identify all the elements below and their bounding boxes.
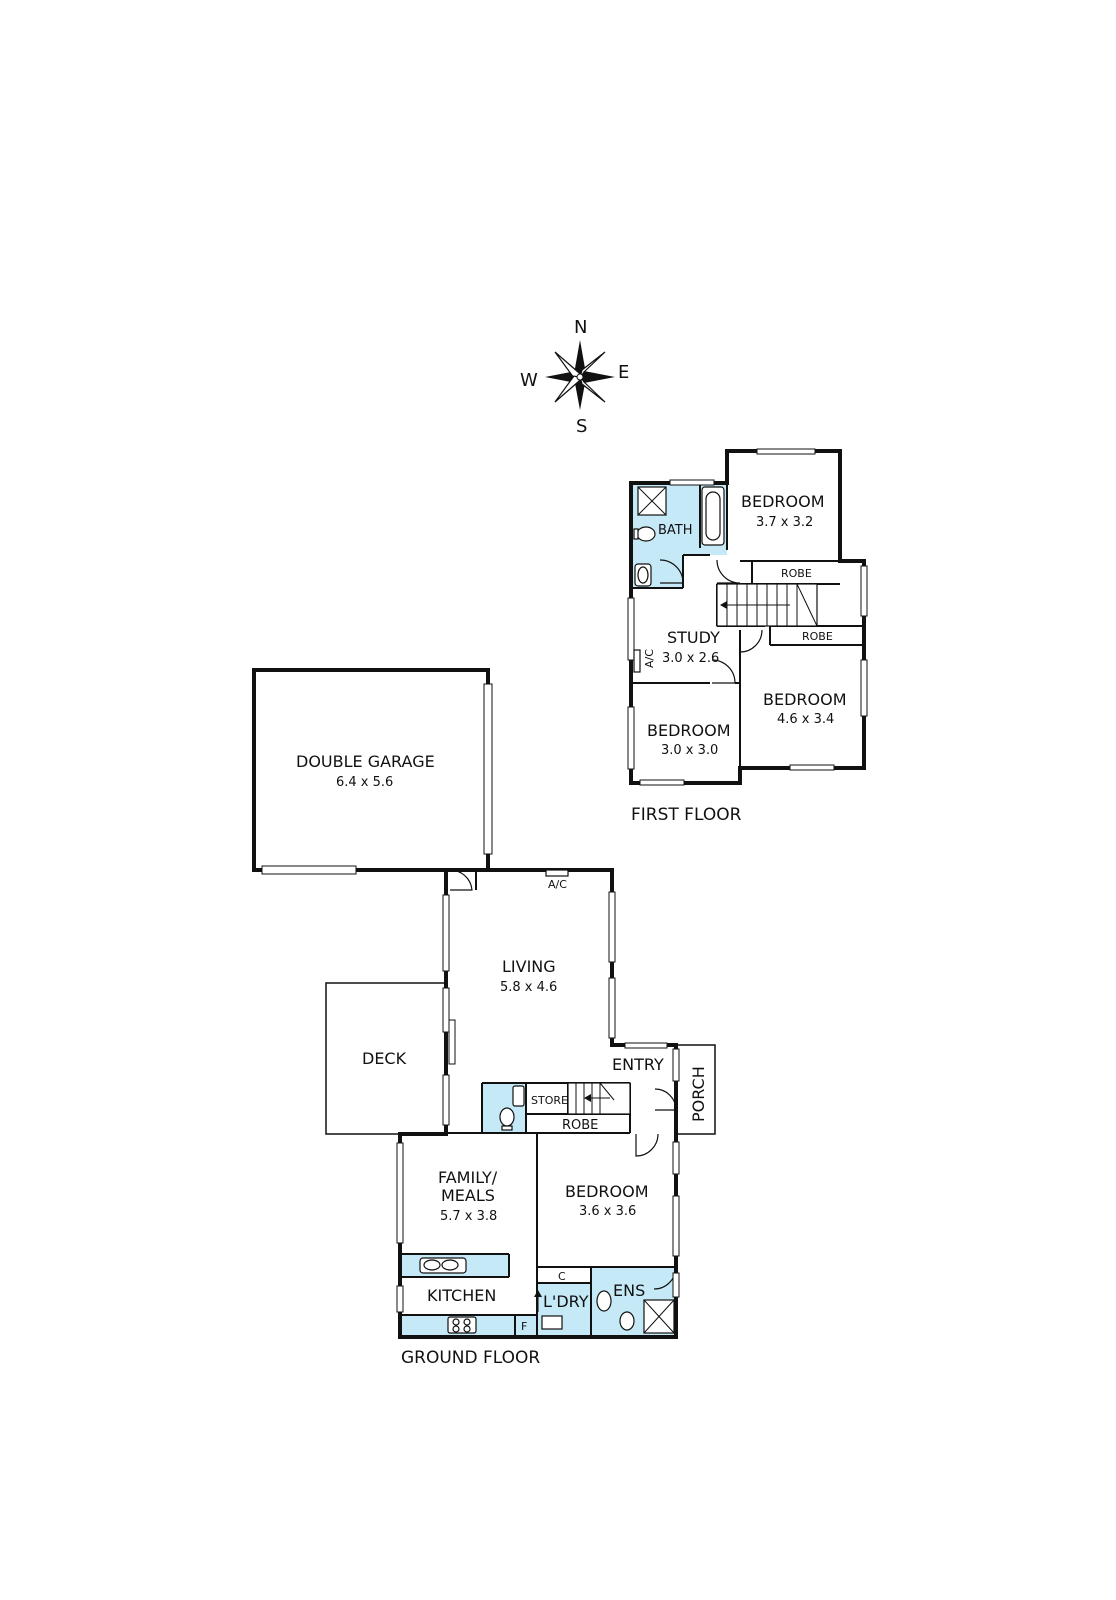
- family-name-line1: FAMILY/: [438, 1168, 498, 1187]
- ac-upper-label: A/C: [643, 649, 656, 668]
- bedroom-main-name: BEDROOM: [565, 1182, 649, 1201]
- living-size: 5.8 x 4.6: [500, 980, 557, 995]
- bedroom-main-size: 3.6 x 3.6: [579, 1204, 636, 1219]
- laundry-arrow-icon: [534, 1290, 542, 1297]
- garage-name: DOUBLE GARAGE: [296, 752, 435, 771]
- cupboard-label: C: [558, 1270, 566, 1283]
- compass-west-label: W: [520, 370, 538, 391]
- deck-name: DECK: [362, 1049, 407, 1068]
- ground-floor-title: GROUND FLOOR: [401, 1348, 540, 1368]
- ensuite-basin-icon: [596, 1290, 612, 1312]
- store-label: STORE: [531, 1094, 568, 1107]
- robe-upper-label: ROBE: [781, 567, 812, 580]
- study-name: STUDY: [667, 628, 720, 647]
- entry-name: ENTRY: [612, 1055, 664, 1074]
- deck-outline: [325, 982, 446, 1135]
- ground-floor-fixtures: [419, 869, 675, 1334]
- powder-basin-icon: [512, 1085, 525, 1107]
- fridge-label: F: [521, 1320, 527, 1333]
- robe-upper2-label: ROBE: [802, 630, 833, 643]
- bath-label: BATH: [658, 523, 693, 538]
- ensuite-name: ENS: [613, 1281, 645, 1300]
- ground-floor-plan: DOUBLE GARAGE 6.4 x 5.6 A/C LIVING 5.8 x…: [252, 668, 716, 1368]
- bedroom-ne-name: BEDROOM: [741, 492, 825, 511]
- bath-fixtures: [633, 486, 725, 587]
- powder-toilet-icon: [499, 1107, 515, 1127]
- ground-floor-doors: [449, 869, 677, 1290]
- first-floor-windows: [627, 448, 868, 786]
- laundry-name: L'DRY: [543, 1292, 589, 1311]
- compass-east-label: E: [618, 362, 629, 383]
- family-size: 5.7 x 3.8: [440, 1209, 497, 1224]
- bedroom-sw-size: 3.0 x 3.0: [661, 743, 718, 758]
- laundry-tub-icon: [541, 1315, 563, 1330]
- garage-door-south: [261, 865, 357, 875]
- bedroom-se-size: 4.6 x 3.4: [777, 712, 834, 727]
- kitchen-name: KITCHEN: [427, 1286, 496, 1305]
- ground-floor-windows: [396, 891, 680, 1313]
- family-name-line2: MEALS: [441, 1186, 495, 1205]
- garage-size: 6.4 x 5.6: [336, 775, 393, 790]
- bedroom-ne-size: 3.7 x 3.2: [756, 515, 813, 530]
- cooktop-icon: [447, 1316, 477, 1334]
- stairs-arrow-icon: [720, 601, 727, 609]
- living-name: LIVING: [502, 957, 556, 976]
- ac-unit-upper-icon: [633, 649, 641, 673]
- ensuite-toilet-icon: [619, 1311, 635, 1331]
- compass-south-label: S: [576, 416, 587, 437]
- study-size: 3.0 x 2.6: [662, 651, 719, 666]
- first-floor-doors: [659, 559, 763, 684]
- robe-lower-label: ROBE: [562, 1118, 598, 1133]
- first-floor-stairs: [716, 583, 818, 627]
- bedroom-sw-name: BEDROOM: [647, 721, 731, 740]
- porch-name: PORCH: [689, 1066, 708, 1122]
- ac-lower-label: A/C: [548, 878, 567, 891]
- ground-stairs-arrow-icon: [584, 1094, 591, 1102]
- compass-north-label: N: [574, 317, 587, 338]
- garage-door-east: [483, 683, 493, 855]
- first-floor-outer-walls: [629, 449, 866, 785]
- bedroom-se-name: BEDROOM: [763, 690, 847, 709]
- first-floor-title: FIRST FLOOR: [631, 805, 742, 825]
- compass-star-icon: [545, 340, 615, 410]
- ac-unit-lower-icon: [545, 869, 569, 877]
- compass-rose: N S W E: [520, 317, 629, 437]
- ground-floor-stairs: [567, 1082, 631, 1115]
- toilet-icon: [636, 526, 656, 542]
- first-floor-plan: BEDROOM 3.7 x 3.2 BATH ROBE ROBE STUDY 3…: [627, 448, 868, 825]
